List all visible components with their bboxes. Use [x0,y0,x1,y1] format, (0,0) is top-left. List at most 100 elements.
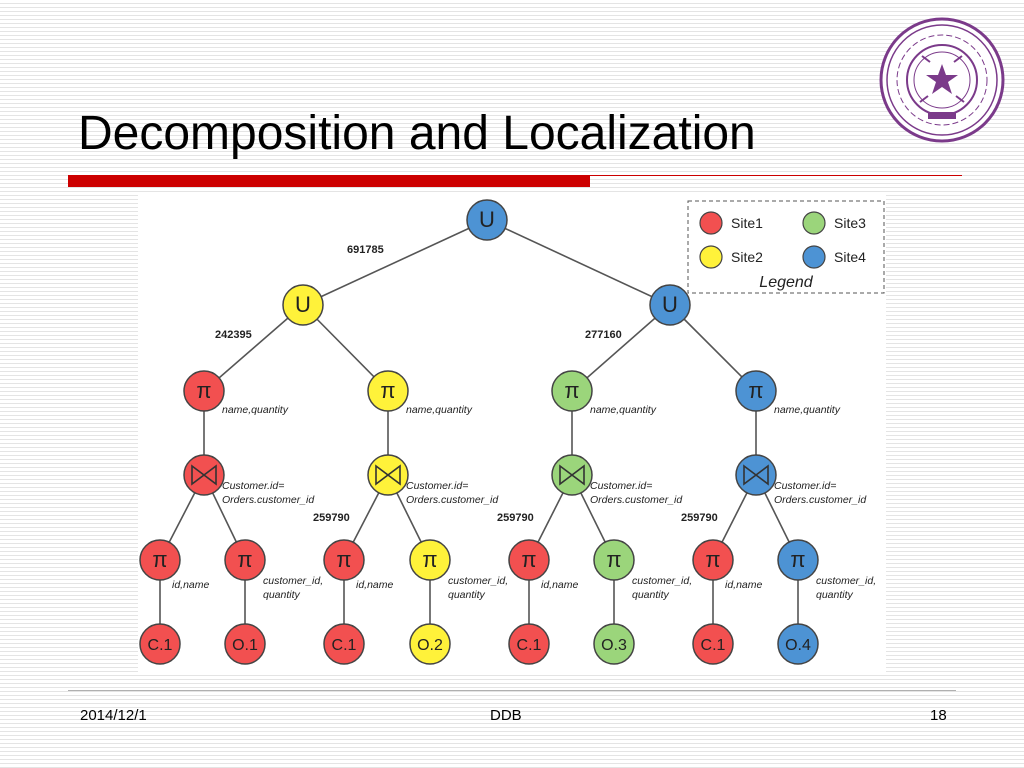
legend-entry-site1: Site1 [699,211,763,235]
node-symbol: π [237,547,252,572]
node-circle [551,370,593,412]
node-symbol: π [521,547,536,572]
node-annotation: quantity [816,589,854,601]
node-circle [508,539,550,581]
node-circle [735,370,777,412]
node-annotation: Customer.id= [406,480,468,492]
node-circle [139,539,181,581]
node-symbol: π [152,547,167,572]
node-po_1: π [224,539,266,581]
node-annotation: id,name [172,579,210,591]
node-annotation: Orders.customer_id [774,494,867,506]
edge-u_left-proj_1 [203,304,304,392]
node-proj_2: π [367,370,409,412]
node-po_4: π [777,539,819,581]
node-symbol: C.1 [701,637,726,654]
node-circle [692,623,734,665]
node-po_2: π [409,539,451,581]
node-symbol: π [196,378,211,403]
node-annotation: Orders.customer_id [406,494,499,506]
edge-u_root-u_left [302,219,488,306]
node-annotation: customer_id, [448,575,508,587]
transfer-cost-labels: 691785 242395 277160 259790 259790 259790 [215,244,718,524]
node-symbol: π [748,378,763,403]
node-annotation: customer_id, [263,575,323,587]
node-join_4: ⋈ [735,454,777,496]
node-symbol: π [336,547,351,572]
tree-nodes: UUUππππ⋈⋈⋈⋈ππππππππC.1O.1C.1O.2C.1O.3C.1… [139,199,819,665]
node-proj_4: π [735,370,777,412]
legend-entry-site2: Site2 [699,245,763,269]
node-circle [183,370,225,412]
node-circle [593,539,635,581]
node-annotation: quantity [263,589,301,601]
node-circle [777,623,819,665]
footer-date: 2014/12/1 [80,707,147,724]
node-u_left: U [282,284,324,326]
node-fc_2: C.1 [323,623,365,665]
node-annotation: name,quantity [406,404,473,416]
node-join_2: ⋈ [367,454,409,496]
node-fo_2: O.2 [409,623,451,665]
legend-swatch [802,211,826,235]
node-pc_1: π [139,539,181,581]
node-circle [409,623,451,665]
node-symbol: π [564,378,579,403]
node-fo_3: O.3 [593,623,635,665]
legend-swatch [802,245,826,269]
node-pc_4: π [692,539,734,581]
legend-label: Site4 [834,249,866,265]
node-annotation: Customer.id= [590,480,652,492]
node-pc_3: π [508,539,550,581]
slide-title: Decomposition and Localization [78,107,756,160]
transfer-cost-label: 259790 [497,512,534,524]
node-join_1: ⋈ [183,454,225,496]
legend-label: Site3 [834,215,866,231]
node-annotation: quantity [632,589,670,601]
node-symbol: π [422,547,437,572]
node-circle [409,539,451,581]
node-annotation: customer_id, [632,575,692,587]
node-fc_3: C.1 [508,623,550,665]
transfer-cost-label: 242395 [215,329,252,341]
node-circle [692,539,734,581]
node-fo_4: O.4 [777,623,819,665]
legend-swatch [699,211,723,235]
transfer-cost-label: 259790 [313,512,350,524]
node-circle [367,370,409,412]
title-underline-bar [68,175,590,187]
footer-rule [68,690,956,691]
node-annotation: id,name [725,579,763,591]
node-fo_1: O.1 [224,623,266,665]
node-symbol: π [606,547,621,572]
node-circle [777,539,819,581]
node-symbol: O.3 [601,637,627,654]
node-annotation: Orders.customer_id [590,494,683,506]
transfer-cost-label: 277160 [585,329,622,341]
node-proj_3: π [551,370,593,412]
node-circle [649,284,691,326]
bowtie-join-icon [191,464,217,486]
node-symbol: π [380,378,395,403]
node-annotation: name,quantity [590,404,657,416]
node-symbol: O.2 [417,637,443,654]
node-circle [466,199,508,241]
node-symbol: C.1 [148,637,173,654]
node-symbol: C.1 [517,637,542,654]
legend-entry-site4: Site4 [802,245,866,269]
node-proj_1: π [183,370,225,412]
transfer-cost-label: 691785 [347,244,384,256]
legend-entry-site3: Site3 [802,211,866,235]
node-join_3: ⋈ [551,454,593,496]
legend-label: Site2 [731,249,763,265]
node-symbol: U [479,207,495,232]
transfer-cost-label: 259790 [681,512,718,524]
slide-number: 18 [930,707,947,724]
footer-center-label: DDB [490,707,522,724]
node-symbol: π [790,547,805,572]
node-annotation: name,quantity [222,404,289,416]
university-seal-logo [879,17,1005,143]
node-circle [224,539,266,581]
